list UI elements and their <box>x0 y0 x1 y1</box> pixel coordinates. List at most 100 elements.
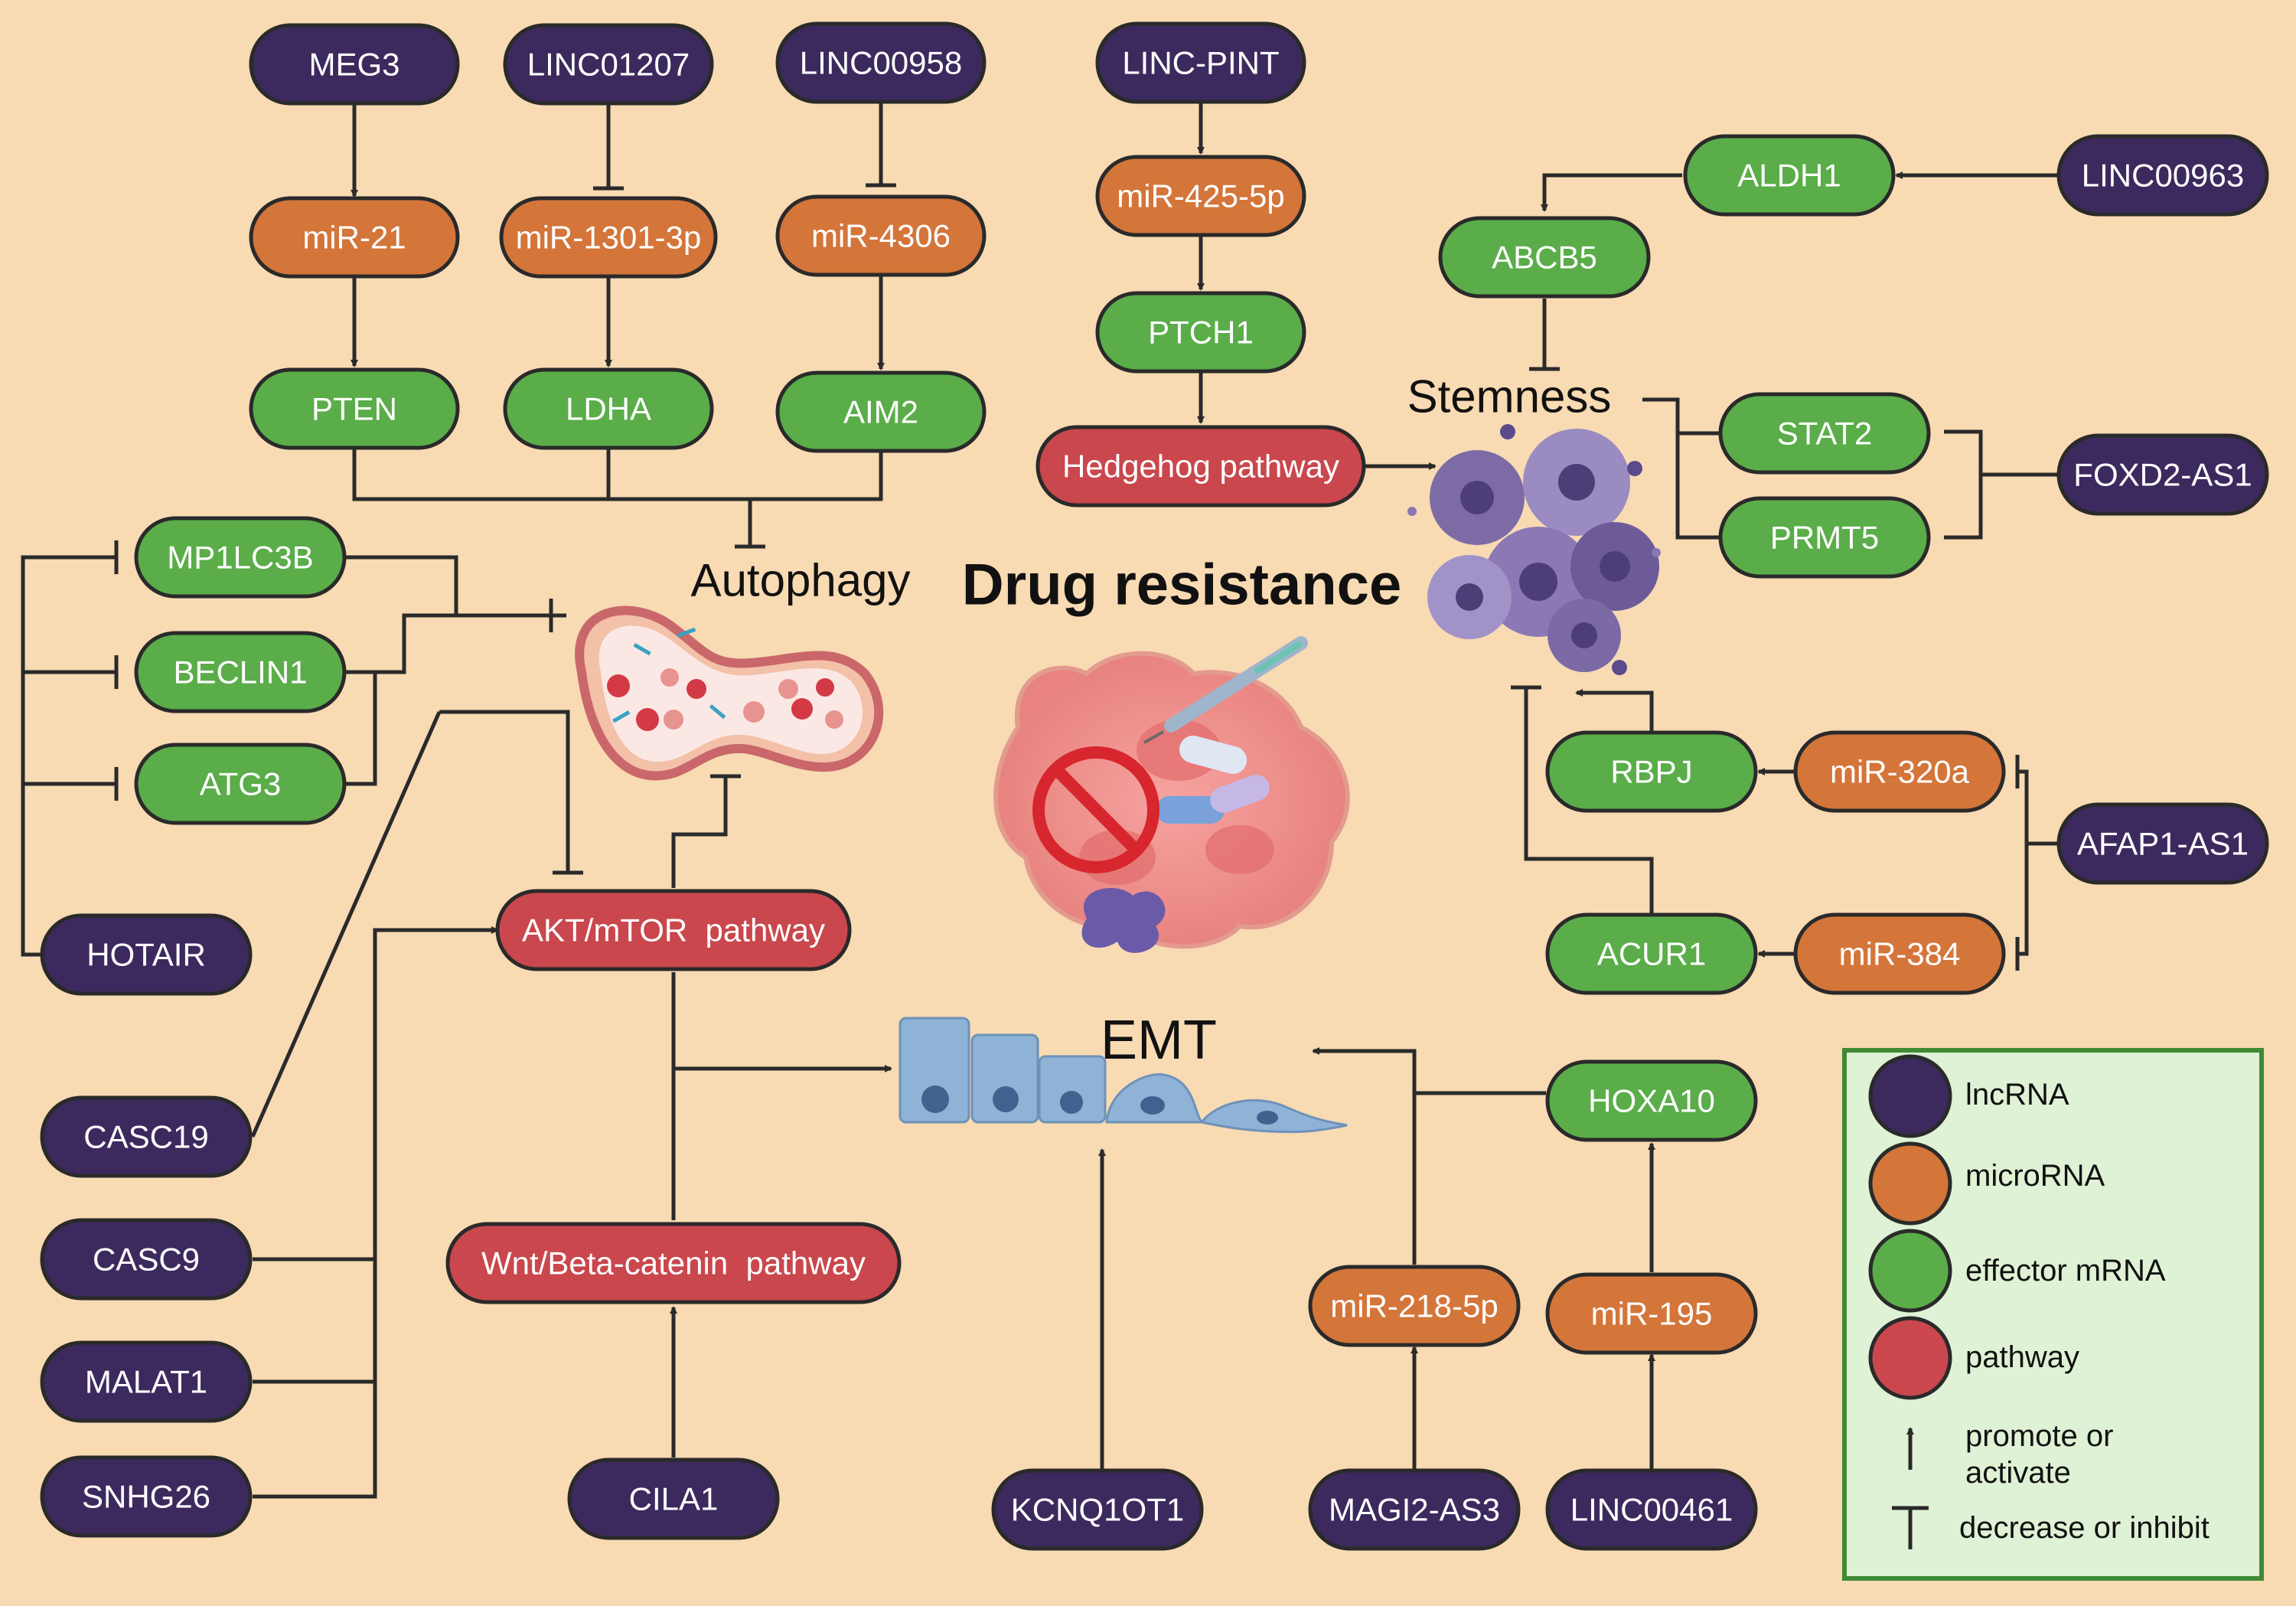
node-kcnq1ot1-shape <box>991 1468 1204 1551</box>
node-casc19: CASC19 <box>40 1095 253 1178</box>
node-akt-label: AKT/mTOR pathway <box>522 912 825 948</box>
node-linc00461: LINC00461 <box>1545 1468 1758 1551</box>
node-linc00963-shape <box>2056 134 2269 217</box>
node-acur1: ACUR1 <box>1545 912 1758 995</box>
node-hotair-label: HOTAIR <box>86 937 206 973</box>
node-prmt5-shape <box>1718 496 1931 579</box>
process-emt: EMT <box>1101 1010 1217 1071</box>
legend-promote-line1: promote or <box>1965 1419 2113 1453</box>
node-stat2: STAT2 <box>1718 392 1931 475</box>
node-mir425-shape <box>1095 155 1306 237</box>
node-linc00958-shape <box>775 21 987 104</box>
legend-lncrna-swatch <box>1868 1054 1952 1138</box>
node-casc19-shape <box>40 1095 253 1178</box>
edge-casc9-akt <box>253 926 499 1262</box>
edge-foxd2-stat2-prmt5 <box>1944 429 2059 540</box>
node-snhg26-shape <box>40 1455 253 1538</box>
node-atg3-shape <box>134 743 347 825</box>
diagram-title: Drug resistance <box>962 553 1401 618</box>
node-linc00963: LINC00963 <box>2056 134 2269 217</box>
node-foxd2: FOXD2-AS1 <box>2056 433 2269 516</box>
node-linc00461-label: LINC00461 <box>1570 1492 1733 1528</box>
node-afap1-label: AFAP1-AS1 <box>2077 826 2249 862</box>
node-kcnq1ot1: KCNQ1OT1 <box>991 1468 1204 1551</box>
node-malat1-shape <box>40 1340 253 1423</box>
node-linc00963-label: LINC00963 <box>2082 158 2244 194</box>
node-mir4306-shape <box>775 194 987 277</box>
node-ldha-shape <box>503 367 714 450</box>
node-malat1-label: MALAT1 <box>85 1364 207 1400</box>
node-hedgehog-shape <box>1035 425 1366 508</box>
edge-effectors-autophagy-inhibit <box>352 449 883 549</box>
node-mir425: miR-425-5p <box>1095 155 1306 237</box>
legend-microrna-label: microRNA <box>1965 1159 2105 1193</box>
edge-linc01207-mir1301-inhibit <box>593 104 624 191</box>
node-pten-shape <box>249 367 460 450</box>
node-mir425-label: miR-425-5p <box>1117 178 1284 214</box>
edge-hotair-inhibits <box>21 540 119 957</box>
edge-mp1lc3b-autophagy-inhibit <box>344 555 566 632</box>
node-acur1-shape <box>1545 912 1758 995</box>
node-mir1301-shape <box>499 196 718 279</box>
node-mir195-shape <box>1545 1272 1758 1355</box>
node-magi2: MAGI2-AS3 <box>1308 1468 1521 1551</box>
node-rbpj-label: RBPJ <box>1610 754 1692 790</box>
edge-aldh1-abcb5 <box>1541 173 1682 212</box>
node-mp1lc3b-label: MP1LC3B <box>167 540 313 576</box>
edge-linc00958-mir4306-inhibit <box>866 103 896 188</box>
legend-box <box>1842 1048 2264 1581</box>
node-stat2-label: STAT2 <box>1777 416 1872 452</box>
node-aim2-label: AIM2 <box>843 394 918 430</box>
node-mir384-shape <box>1793 912 2006 995</box>
node-akt: AKT/mTOR pathway <box>495 889 852 971</box>
edge-mir218-emt <box>1312 1047 1417 1265</box>
node-afap1: AFAP1-AS1 <box>2056 802 2269 885</box>
node-prmt5: PRMT5 <box>1718 496 1931 579</box>
node-atg3-label: ATG3 <box>200 766 282 802</box>
edge-casc19-akt-inhibit <box>439 710 583 875</box>
node-meg3: MEG3 <box>249 23 460 106</box>
legend-pathway-label: pathway <box>1965 1340 2079 1374</box>
autophagy-illustration <box>575 606 884 781</box>
node-hotair-shape <box>40 913 253 996</box>
node-linc01207-shape <box>503 23 714 106</box>
node-hoxa10: HOXA10 <box>1545 1059 1758 1142</box>
node-linc00958: LINC00958 <box>775 21 987 104</box>
legend-inhibit-label: decrease or inhibit <box>1959 1511 2210 1545</box>
node-mir218: miR-218-5p <box>1308 1265 1521 1347</box>
node-linc00958-label: LINC00958 <box>800 45 962 81</box>
node-meg3-shape <box>249 23 460 106</box>
node-aim2: AIM2 <box>775 370 987 453</box>
node-cila1: CILA1 <box>567 1457 780 1540</box>
node-ptch1-label: PTCH1 <box>1148 315 1254 351</box>
node-linc01207-label: LINC01207 <box>527 47 690 83</box>
edge-stat2-prmt5-stemness <box>1642 397 1720 540</box>
node-aldh1-shape <box>1683 134 1896 217</box>
node-ldha: LDHA <box>503 367 714 450</box>
node-beclin1-shape <box>134 631 347 713</box>
edge-abcb5-stemness-inhibit <box>1529 299 1560 371</box>
node-aim2-shape <box>775 370 987 453</box>
legend-promote-line2: activate <box>1965 1456 2071 1490</box>
edge-casc19-line <box>250 710 442 1138</box>
node-snhg26-label: SNHG26 <box>82 1479 210 1515</box>
node-pten: PTEN <box>249 367 460 450</box>
node-aldh1-label: ALDH1 <box>1737 158 1841 194</box>
drug-resistance-illustration <box>993 636 1350 953</box>
node-hotair: HOTAIR <box>40 913 253 996</box>
node-mir384-label: miR-384 <box>1839 936 1961 972</box>
node-mir320a-label: miR-320a <box>1830 754 1970 790</box>
node-rbpj: RBPJ <box>1545 730 1758 813</box>
node-hoxa10-label: HOXA10 <box>1588 1083 1715 1119</box>
node-mir384: miR-384 <box>1793 912 2006 995</box>
node-mir218-shape <box>1308 1265 1521 1347</box>
node-abcb5: ABCB5 <box>1438 216 1651 299</box>
node-wnt-label: Wnt/Beta-catenin pathway <box>481 1245 866 1281</box>
node-beclin1: BECLIN1 <box>134 631 347 713</box>
legend: lncRNA microRNA effector mRNA pathway pr… <box>1842 1048 2264 1581</box>
node-hoxa10-shape <box>1545 1059 1758 1142</box>
node-atg3: ATG3 <box>134 743 347 825</box>
node-mir4306: miR-4306 <box>775 194 987 277</box>
